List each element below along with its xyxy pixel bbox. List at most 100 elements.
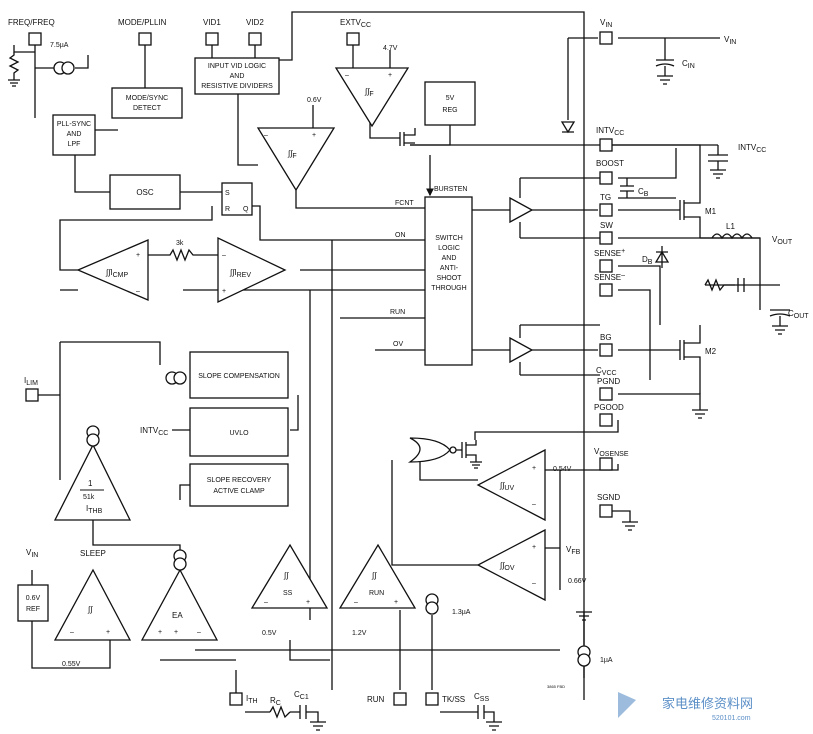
pin-run-label: RUN — [367, 695, 385, 704]
pin-tkss-label: TK/SS — [442, 695, 465, 704]
switch-logic-line2: LOGIC — [438, 245, 460, 252]
extvcc-comparator — [334, 67, 410, 128]
isrc-freq-b — [61, 61, 75, 75]
sleep-amp-hyst: ∫∫ — [87, 605, 93, 614]
amplifiers: – + ∫∫F 0.6V – + ∫∫F 4.7V + – ∫∫ICMP 3k … — [26, 45, 587, 668]
run-amp — [338, 543, 417, 609]
pins: FREQ/FREQ MODE/PLLIN VID1 VID2 EXTVCC VI… — [8, 18, 629, 706]
pin-vosense — [599, 457, 613, 471]
uv-plus: + — [532, 465, 536, 472]
vin-out-label: VIN — [724, 35, 736, 46]
ss-hyst: ∫∫ — [283, 571, 289, 580]
m1-label: M1 — [705, 207, 717, 216]
sr-q-label: Q — [243, 206, 249, 213]
diode-db — [654, 246, 670, 268]
nor-bubble — [449, 446, 457, 454]
vout-label: VOUT — [772, 235, 793, 246]
pin-extvcc — [346, 32, 360, 46]
sig-bursten: BURSTEN — [434, 186, 467, 193]
pin-extvcc-label: EXTVCC — [340, 18, 371, 29]
pin-vin-label: VIN — [600, 18, 612, 29]
val-1ua: 1µA — [600, 657, 613, 664]
pin-tkss — [425, 692, 439, 706]
sleep-amp-plus: + — [106, 629, 110, 636]
pin-freq-label: FREQ/FREQ — [8, 18, 55, 27]
pin-pgood — [599, 413, 613, 427]
ea-plus2: + — [174, 629, 178, 636]
isrc-slope-b — [173, 371, 187, 385]
sense-rc-network — [704, 278, 745, 292]
pin-mode-label: MODE/PLLIN — [118, 18, 167, 27]
vid-logic-line1: INPUT VID LOGIC — [208, 63, 266, 70]
freq-resistor — [8, 52, 20, 87]
cvcc-label: CVCC — [596, 366, 617, 377]
ithb-label: ITHB — [86, 504, 103, 515]
f-comp-label: ∫∫F — [287, 149, 297, 160]
vin-ref-label: VIN — [26, 548, 38, 559]
ref-line2: REF — [26, 606, 40, 613]
m2-label: M2 — [705, 347, 717, 356]
pin-sgnd-label: SGND — [597, 493, 620, 502]
ov-label: ∫∫OV — [499, 561, 515, 572]
val-13ua: 1.3µA — [452, 609, 471, 616]
pin-sense-plus-label: SENSE+ — [594, 248, 625, 258]
switch-logic-line6: THROUGH — [431, 285, 466, 292]
tg-driver — [509, 196, 534, 224]
cout-label: COUT — [788, 309, 809, 320]
run-minus: – — [354, 599, 358, 606]
vin-diode — [560, 121, 576, 134]
reg-block — [424, 81, 476, 126]
f-comp-minus: – — [264, 132, 268, 139]
sig-on: ON — [395, 232, 406, 239]
cap-intvcc — [708, 145, 728, 179]
uv-minus: – — [532, 501, 536, 508]
ss-label: SS — [283, 590, 293, 597]
run-amp-label: RUN — [369, 590, 384, 597]
pin-pgnd — [599, 387, 613, 401]
nor-gate — [407, 437, 451, 463]
pin-ilim-label: ILIM — [24, 376, 38, 387]
blocks: INPUT VID LOGIC AND RESISTIVE DIVIDERS M… — [17, 57, 476, 622]
ithb-num: 1 — [88, 479, 93, 488]
pin-boost-label: BOOST — [596, 159, 624, 168]
reg-line1: 5V — [446, 95, 455, 102]
sr-r-label: R — [225, 206, 230, 213]
val-055v: 0.55V — [62, 661, 81, 668]
pin-vid1-label: VID1 — [203, 18, 221, 27]
cap-cout — [769, 309, 791, 335]
pin-sw-label: SW — [600, 221, 613, 230]
val-054v: 0.54V — [553, 466, 572, 473]
val-12v: 1.2V — [352, 630, 367, 637]
switch-logic-block — [424, 196, 473, 366]
pin-vid2 — [248, 32, 262, 46]
pin-tg — [599, 203, 613, 217]
pin-ilim — [25, 388, 39, 402]
pin-vosense-label: VOSENSE — [594, 447, 629, 458]
pin-ith-label: ITH — [246, 694, 258, 705]
pin-intvcc-label: INTVCC — [596, 126, 624, 137]
mode-detect-line2: DETECT — [133, 105, 162, 112]
isrc-ss-b — [425, 601, 439, 615]
pin-bg-label: BG — [600, 333, 612, 342]
pll-line1: PLL-SYNC — [57, 121, 91, 128]
vid-logic-line2: AND — [230, 73, 245, 80]
ea-amp — [140, 568, 219, 641]
inductor-l1 — [711, 233, 753, 240]
cb-label: CB — [638, 187, 649, 198]
sr-latch — [221, 182, 253, 216]
signal-labels: FCNT ON RUN OV BURSTEN INTVCC 7.5µA 1.3µ… — [50, 42, 613, 689]
osc-label: OSC — [136, 188, 154, 197]
pin-boost — [599, 171, 613, 185]
pin-vid1 — [205, 32, 219, 46]
pin-intvcc — [599, 138, 613, 152]
slope-recovery-block — [189, 463, 289, 507]
sig-run: RUN — [390, 309, 405, 316]
uvlo-block — [189, 407, 289, 457]
cap-cin — [655, 59, 675, 85]
pin-sense-plus — [599, 259, 613, 273]
pll-line3: LPF — [68, 141, 81, 148]
pin-freq — [28, 32, 42, 46]
val-3k: 3k — [176, 240, 184, 247]
slope-recovery-line2: ACTIVE CLAMP — [213, 488, 265, 495]
pgood-fet — [456, 440, 477, 462]
